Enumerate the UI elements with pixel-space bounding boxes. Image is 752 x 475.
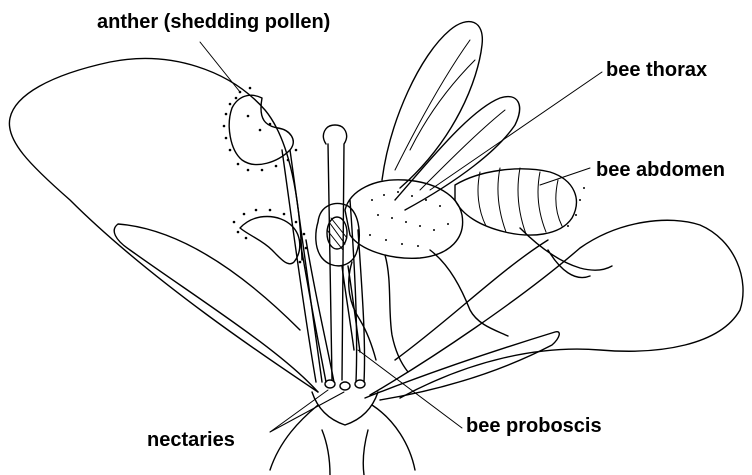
label-anther: anther (shedding pollen) bbox=[97, 12, 330, 32]
left-petal bbox=[9, 59, 318, 392]
stamen-filament-1 bbox=[290, 150, 322, 382]
bee bbox=[316, 22, 612, 372]
leader-nectary-2 bbox=[270, 392, 344, 432]
leader-lines bbox=[200, 42, 602, 432]
bee-leg-middle bbox=[385, 255, 408, 372]
bee-thorax bbox=[345, 180, 463, 258]
label-bee-abdomen: bee abdomen bbox=[596, 160, 725, 180]
label-bee-thorax: bee thorax bbox=[606, 60, 707, 80]
leader-anther bbox=[200, 42, 240, 92]
left-petal-inner bbox=[114, 224, 318, 392]
flower bbox=[9, 59, 743, 475]
right-petal bbox=[370, 220, 743, 398]
bee-wing-upper bbox=[382, 22, 482, 188]
bee-abdomen-segments bbox=[478, 168, 562, 234]
bee-proboscis bbox=[342, 266, 360, 352]
pistil bbox=[323, 125, 346, 380]
nectary-middle bbox=[340, 382, 350, 390]
sepal-right bbox=[372, 405, 415, 470]
leader-proboscis bbox=[358, 350, 462, 428]
flower-stalk bbox=[322, 430, 368, 475]
stamen-filament-6 bbox=[358, 230, 365, 382]
label-nectaries: nectaries bbox=[147, 430, 235, 450]
leader-abdomen bbox=[540, 168, 590, 185]
bee-hair-dots bbox=[369, 187, 585, 247]
anther-lower bbox=[240, 217, 300, 264]
label-bee-proboscis: bee proboscis bbox=[466, 416, 602, 436]
leader-nectary-1 bbox=[270, 390, 328, 432]
